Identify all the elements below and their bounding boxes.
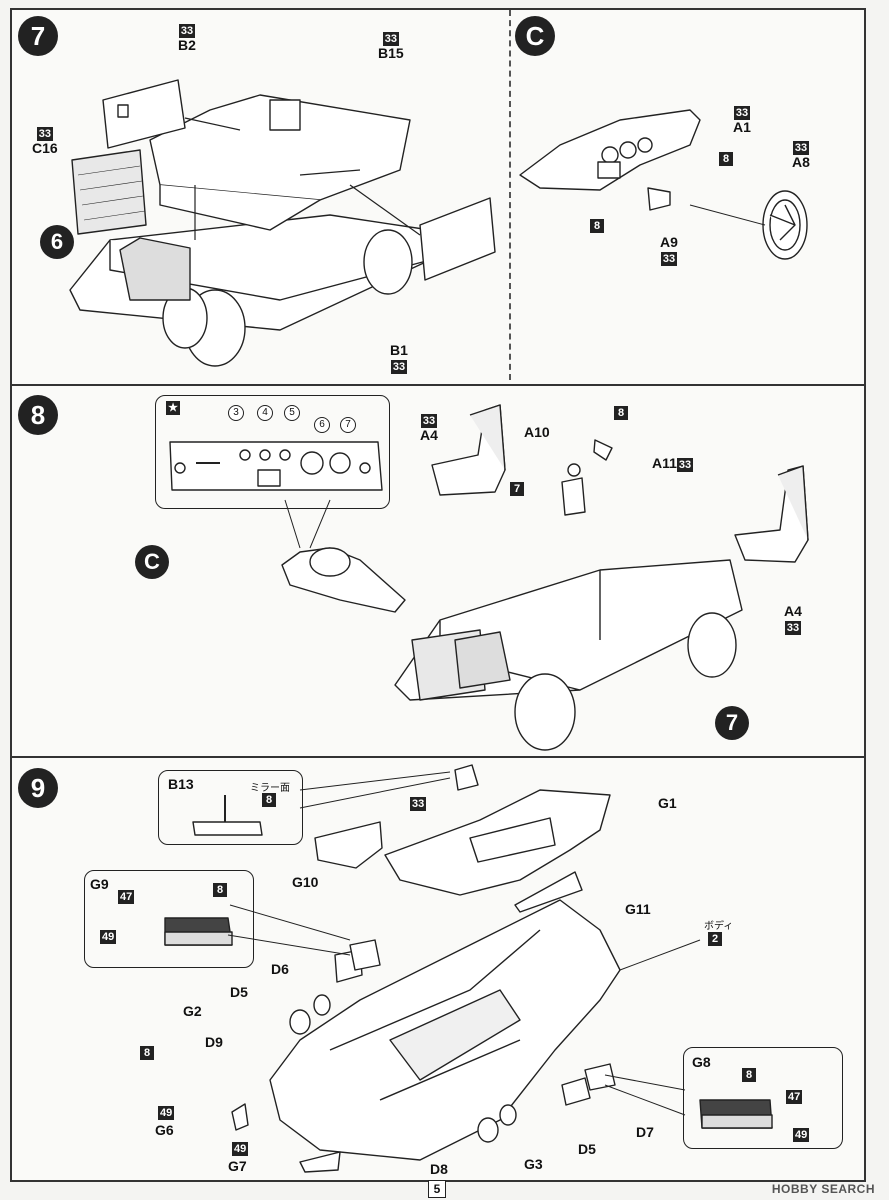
- part-d5-lower-label: D5: [578, 1141, 596, 1157]
- mirror-face-label: ミラー面: [250, 783, 290, 794]
- part-b2-label: 33 B2: [178, 22, 196, 53]
- part-a4-right-label: A4 33: [784, 604, 802, 635]
- step7-reference: 7: [715, 706, 749, 740]
- g9-color-47: 47: [118, 890, 135, 904]
- color-chip: 33: [676, 458, 694, 472]
- gauge-5-marker: 5: [284, 405, 300, 421]
- g7-color-chip: 49: [232, 1142, 249, 1156]
- part-a9-label: A9 33: [660, 235, 678, 266]
- part-g11-label: G11: [625, 901, 651, 917]
- g8-color-47: 47: [786, 1090, 803, 1104]
- g8-color-49: 49: [793, 1128, 810, 1142]
- part-code: A11: [652, 455, 677, 471]
- mirror-color-chip: 8: [262, 793, 276, 807]
- part-code: A4: [784, 603, 802, 619]
- b13-detail-inset: [158, 770, 303, 845]
- part-a8-label: 33 A8: [792, 139, 810, 170]
- body-color-chip: 2: [708, 932, 722, 946]
- step8-number: 8: [18, 395, 58, 435]
- step7-divider: [509, 10, 511, 380]
- part-g7-label: G7: [228, 1158, 247, 1174]
- color-chip: 33: [390, 360, 408, 374]
- watermark: HOBBY SEARCH: [771, 1182, 875, 1196]
- page-number: 5: [428, 1180, 446, 1198]
- part-g3-label: G3: [524, 1156, 543, 1172]
- color-chip: 33: [178, 24, 196, 38]
- part-a1-label: 33 A1: [733, 104, 751, 135]
- part-code: A8: [792, 154, 810, 170]
- g9-color-8: 8: [213, 883, 227, 897]
- step7-panel: [10, 8, 866, 387]
- part-b1-label: B1 33: [390, 343, 408, 374]
- g9-code: G9: [90, 876, 109, 892]
- part-code: B2: [178, 37, 196, 53]
- body-label: ボディ: [704, 921, 734, 932]
- star-badge: ★: [166, 401, 180, 415]
- step7-number: 7: [18, 16, 58, 56]
- stepC-reference: C: [135, 545, 169, 579]
- step6-reference: 6: [40, 225, 74, 259]
- part-code: A10: [524, 424, 550, 440]
- gauge-7-marker: 7: [340, 417, 356, 433]
- part-d7-label: D7: [636, 1124, 654, 1140]
- part-b15-label: 33 B15: [378, 30, 404, 61]
- part-g10-label: G10: [292, 874, 319, 890]
- part-code: A4: [420, 427, 438, 443]
- part-code: B1: [390, 342, 408, 358]
- part-g6-label: G6: [155, 1122, 174, 1138]
- step9-number: 9: [18, 768, 58, 808]
- stepC-letter: C: [515, 16, 555, 56]
- g9-color-49: 49: [100, 930, 117, 944]
- part-a10-label: A10: [524, 425, 550, 440]
- part-code: A9: [660, 234, 678, 250]
- part-d6-label: D6: [271, 961, 289, 977]
- gauge-3-marker: 3: [228, 405, 244, 421]
- b13-code: B13: [168, 776, 194, 792]
- g8-detail-inset: [683, 1047, 843, 1149]
- mirror-part-color-chip: 33: [410, 797, 427, 811]
- g9-detail-inset: [84, 870, 254, 968]
- a11-top-color-chip: 8: [614, 406, 628, 420]
- part-code: A1: [733, 119, 751, 135]
- gauge-detail-inset: [155, 395, 390, 509]
- part-d9-label: D9: [205, 1034, 223, 1050]
- g6-color-chip: 49: [158, 1106, 175, 1120]
- dash-color-chip: 8: [590, 219, 604, 233]
- gauge-4-marker: 4: [257, 405, 273, 421]
- part-g1-label: G1: [658, 795, 677, 811]
- part-code: B15: [378, 45, 404, 61]
- side-color-chip: 8: [140, 1046, 154, 1060]
- part-d5-upper-label: D5: [230, 984, 248, 1000]
- a1-secondary-color-chip: 8: [719, 152, 733, 166]
- gauge-6-marker: 6: [314, 417, 330, 433]
- part-a4-left-label: 33 A4: [420, 412, 438, 443]
- part-code: C16: [32, 140, 58, 156]
- part-c16-label: 33 C16: [32, 125, 58, 156]
- color-chip: 33: [36, 127, 53, 141]
- color-chip: 33: [660, 252, 678, 266]
- a10-color-chip: 7: [510, 482, 524, 496]
- color-chip: 33: [784, 621, 802, 635]
- color-chip: 33: [420, 414, 438, 428]
- color-chip: 33: [733, 106, 751, 120]
- part-d8-label: D8: [430, 1161, 448, 1177]
- g8-color-8: 8: [742, 1068, 756, 1082]
- color-chip: 33: [382, 32, 399, 46]
- part-g2-label: G2: [183, 1003, 202, 1019]
- color-chip: 33: [792, 141, 810, 155]
- g8-code: G8: [692, 1054, 711, 1070]
